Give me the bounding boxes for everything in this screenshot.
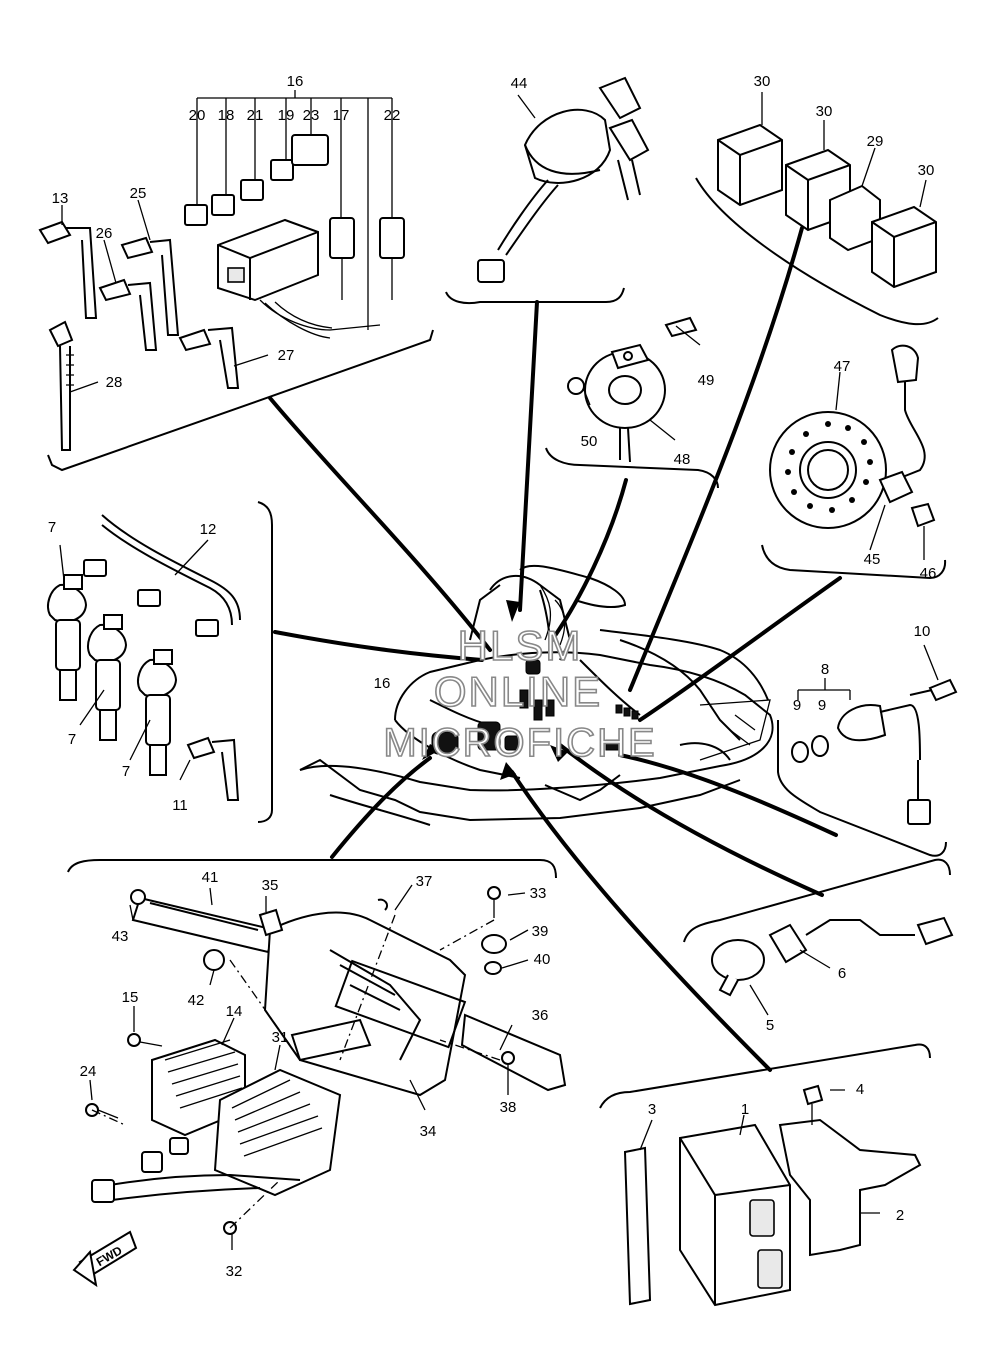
callout-13: 13 [52, 190, 69, 207]
callout-46: 46 [920, 565, 937, 582]
callout-4: 4 [856, 1081, 864, 1098]
callout-29: 29 [867, 133, 884, 150]
watermark: HLSM ONLINE MICROFICHE [383, 621, 656, 766]
callout-30c: 30 [918, 162, 935, 179]
callout-labels: 16 20 18 21 19 23 17 22 13 25 26 27 28 4… [48, 73, 937, 1280]
callout-9a: 9 [793, 697, 801, 714]
callout-40: 40 [534, 951, 551, 968]
callout-25: 25 [130, 185, 147, 202]
callout-16: 16 [287, 73, 304, 90]
callout-22: 22 [384, 107, 401, 124]
callout-33: 33 [530, 885, 547, 902]
panel-ecu [599, 1043, 931, 1307]
callout-30a: 30 [754, 73, 771, 90]
watermark-line-3: MICROFICHE [383, 721, 656, 765]
callout-12: 12 [200, 521, 217, 538]
callout-11: 11 [172, 797, 188, 814]
callout-2: 2 [896, 1207, 904, 1224]
panel-fuse-box [38, 90, 434, 472]
panel-relays [695, 92, 939, 326]
callout-17: 17 [333, 107, 350, 124]
callout-41: 41 [202, 869, 219, 886]
callout-10: 10 [914, 623, 931, 640]
callout-31: 31 [272, 1029, 289, 1046]
callout-34: 34 [420, 1123, 437, 1140]
callout-6: 6 [838, 965, 846, 982]
callout-49: 49 [698, 372, 715, 389]
callout-20: 20 [189, 107, 206, 124]
leader-lines [268, 226, 842, 1072]
watermark-line-2: ONLINE [434, 668, 602, 715]
callout-15: 15 [122, 989, 139, 1006]
callout-48: 48 [674, 451, 691, 468]
panel-pressure-switch [683, 858, 954, 1016]
callout-23: 23 [303, 107, 320, 124]
callout-35: 35 [262, 877, 279, 894]
callout-7b: 7 [68, 731, 76, 748]
callout-45: 45 [864, 551, 881, 568]
callout-3: 3 [648, 1101, 656, 1118]
callout-16b: 16 [374, 675, 391, 692]
callout-18: 18 [218, 107, 235, 124]
callout-39: 39 [532, 923, 549, 940]
panel-ignition-switch [445, 76, 650, 305]
callout-1: 1 [741, 1101, 749, 1118]
callout-14: 14 [226, 1003, 243, 1020]
callout-9b: 9 [818, 697, 826, 714]
callout-7a: 7 [48, 519, 56, 536]
callout-24: 24 [80, 1063, 97, 1080]
callout-5: 5 [766, 1017, 774, 1034]
callout-37: 37 [416, 873, 433, 890]
callout-27: 27 [278, 347, 295, 364]
callout-44: 44 [511, 75, 528, 92]
watermark-line-1: HLSM [458, 622, 583, 669]
panel-sensors [47, 501, 273, 823]
callout-26: 26 [96, 225, 113, 242]
callout-50: 50 [581, 433, 598, 450]
callout-32: 32 [226, 1263, 243, 1280]
callout-42: 42 [188, 992, 205, 1009]
callout-7c: 7 [122, 763, 130, 780]
panel-sensor-wheel [761, 344, 947, 580]
panel-speed-sensor [777, 644, 958, 857]
callout-19: 19 [278, 107, 295, 124]
callout-30b: 30 [816, 103, 833, 120]
callout-36: 36 [532, 1007, 549, 1024]
callout-21: 21 [247, 107, 264, 124]
panel-regulator-mount [67, 859, 567, 1288]
panel-horn [545, 316, 719, 489]
callout-43: 43 [112, 928, 129, 945]
callout-38: 38 [500, 1099, 517, 1116]
callout-47: 47 [834, 358, 851, 375]
callout-8: 8 [821, 661, 829, 678]
callout-28: 28 [106, 374, 123, 391]
